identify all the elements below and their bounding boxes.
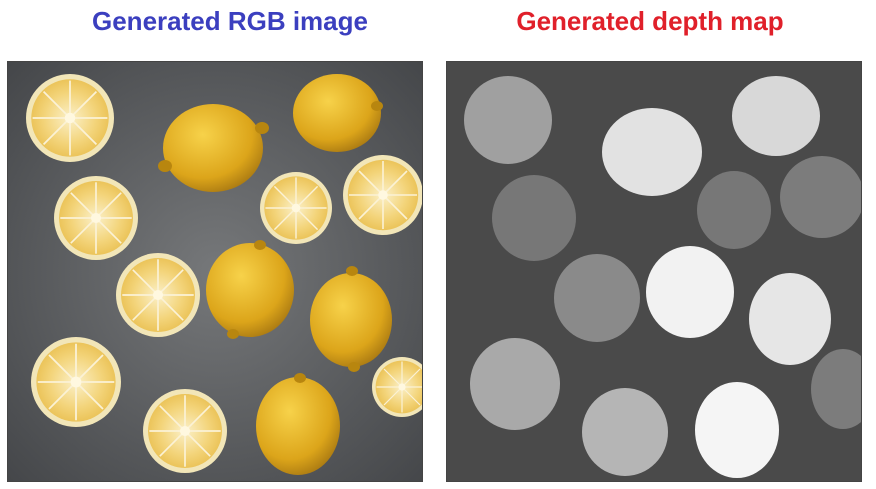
lemon-half: [116, 253, 200, 337]
lemon-half: [260, 172, 332, 244]
depth-blob: [732, 76, 820, 156]
depth-blob: [749, 273, 831, 365]
whole-lemon: [256, 373, 340, 475]
depth-blob: [697, 171, 771, 249]
rgb-image: [7, 61, 423, 482]
depth-blob: [811, 349, 861, 429]
lemon-half: [54, 176, 138, 260]
whole-lemon: [293, 74, 383, 152]
depth-blob: [492, 175, 576, 261]
rgb-image-drawing: [8, 62, 423, 481]
whole-lemon: [206, 240, 294, 339]
whole-lemon: [158, 104, 269, 192]
lemon-half: [26, 74, 114, 162]
depth-blob: [470, 338, 560, 430]
depth-blob: [582, 388, 668, 476]
depth-map: [446, 61, 862, 482]
depth-blob: [464, 76, 552, 164]
depth-map-drawing: [447, 62, 861, 481]
depth-blob: [554, 254, 640, 342]
depth-map-title: Generated depth map: [516, 6, 784, 36]
lemon-half: [343, 155, 423, 235]
depth-blob: [695, 382, 779, 478]
depth-blob: [646, 246, 734, 338]
lemon-half: [31, 337, 121, 427]
depth-blob: [602, 108, 702, 196]
whole-lemon: [310, 266, 392, 372]
rgb-image-title: Generated RGB image: [92, 6, 368, 36]
lemon-half: [143, 389, 227, 473]
depth-blob: [780, 156, 861, 238]
